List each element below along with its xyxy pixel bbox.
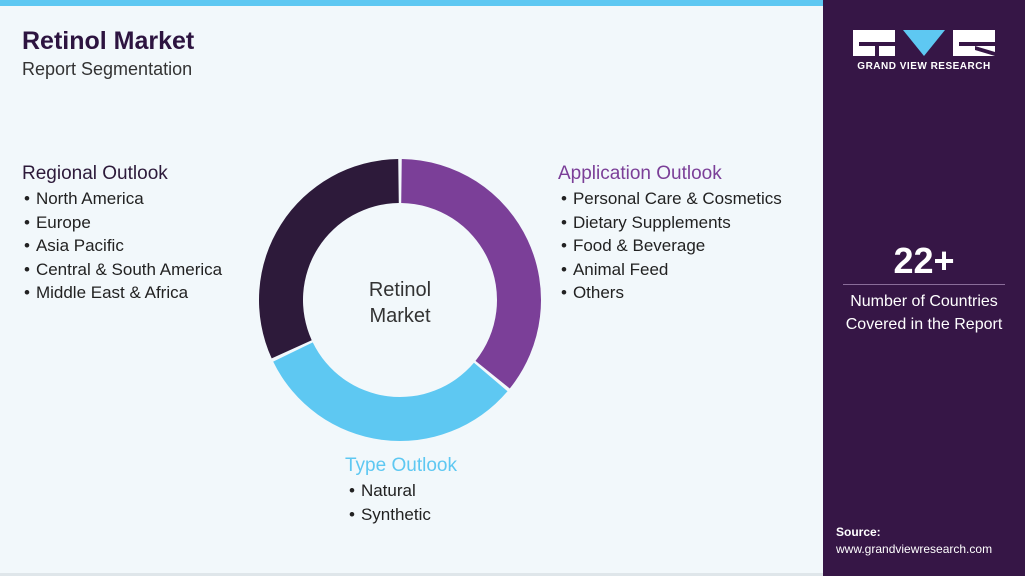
list-item: Animal Feed bbox=[561, 258, 782, 282]
countries-label-line1: Number of Countries bbox=[850, 293, 998, 310]
type-outlook-heading: Type Outlook bbox=[345, 455, 457, 476]
regional-outlook-list: North America Europe Asia Pacific Centra… bbox=[24, 187, 222, 305]
donut-segment-type bbox=[273, 342, 508, 441]
list-item: Others bbox=[561, 281, 782, 305]
page-title: Retinol Market bbox=[22, 27, 195, 55]
list-item: Asia Pacific bbox=[24, 234, 222, 258]
regional-outlook-heading: Regional Outlook bbox=[22, 163, 168, 184]
page-subtitle: Report Segmentation bbox=[22, 59, 193, 79]
source-url: www.grandviewresearch.com bbox=[836, 542, 993, 556]
list-item: Central & South America bbox=[24, 258, 222, 282]
list-item: Middle East & Africa bbox=[24, 281, 222, 305]
application-outlook-heading: Application Outlook bbox=[558, 163, 722, 184]
donut-segment-regional bbox=[259, 159, 399, 359]
donut-segment-application bbox=[401, 159, 541, 389]
list-item: Synthetic bbox=[349, 503, 431, 527]
stat-divider bbox=[843, 284, 1005, 285]
source-label: Source: bbox=[836, 525, 881, 539]
donut-center-line1: Retinol bbox=[368, 279, 432, 301]
segmentation-donut bbox=[259, 159, 541, 441]
countries-label-line2: Covered in the Report bbox=[845, 316, 1003, 333]
list-item: Personal Care & Cosmetics bbox=[561, 187, 782, 211]
list-item: Food & Beverage bbox=[561, 234, 782, 258]
countries-label: Number of Countries Covered in the Repor… bbox=[823, 290, 1025, 336]
grand-view-research-logo-icon bbox=[853, 30, 995, 56]
countries-count: 22+ bbox=[893, 240, 955, 281]
list-item: Natural bbox=[349, 479, 431, 503]
list-item: Europe bbox=[24, 211, 222, 235]
sidebar bbox=[823, 0, 1025, 576]
top-accent-bar bbox=[0, 0, 823, 6]
donut-center-line2: Market bbox=[369, 305, 431, 327]
type-outlook-list: Natural Synthetic bbox=[349, 479, 431, 526]
bottom-accent-bar bbox=[0, 573, 823, 576]
list-item: Dietary Supplements bbox=[561, 211, 782, 235]
brand-name: GRAND VIEW RESEARCH bbox=[857, 61, 991, 72]
donut-center-label: Retinol Market bbox=[340, 277, 460, 329]
list-item: North America bbox=[24, 187, 222, 211]
application-outlook-list: Personal Care & Cosmetics Dietary Supple… bbox=[561, 187, 782, 305]
